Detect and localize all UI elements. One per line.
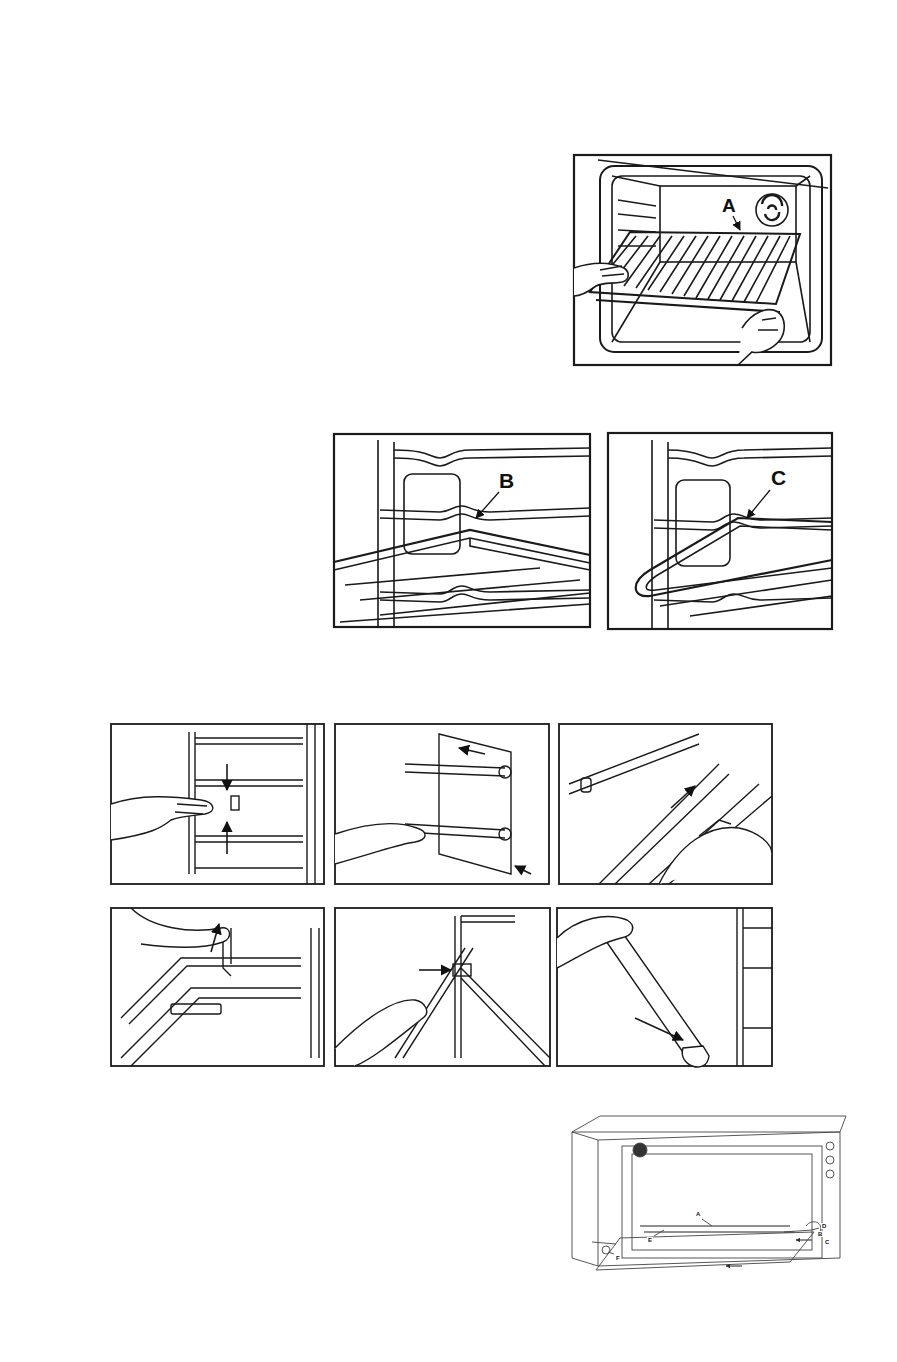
callout-letter: C: [824, 1239, 830, 1245]
rack-insert-figure: [574, 155, 831, 365]
callout-letter: A: [695, 1211, 701, 1217]
callout-letter: F: [615, 1255, 621, 1261]
rail-removal-steps: [111, 724, 772, 1067]
callout-letter: C: [771, 467, 786, 488]
rail-figure-b: [334, 434, 590, 627]
rail-figure-c: [608, 433, 832, 629]
callout-letter: B: [817, 1231, 823, 1237]
rotisserie-figure: [572, 1116, 846, 1270]
callout-letter: E: [647, 1237, 653, 1243]
callout-letter: A: [722, 196, 736, 215]
callout-letter: D: [821, 1223, 827, 1229]
callout-letter: B: [499, 470, 514, 491]
